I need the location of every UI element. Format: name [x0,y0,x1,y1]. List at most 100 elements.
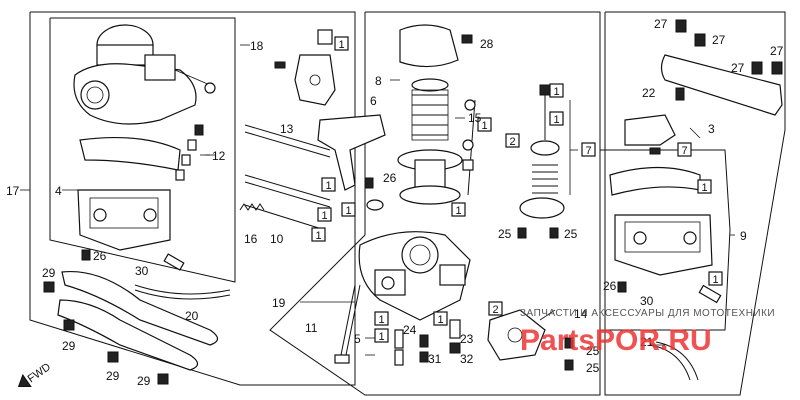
diaphragm-cover [399,24,459,68]
box-1-i [549,111,564,126]
box-7-a [581,142,596,157]
box-1-j-label: 1 [702,182,708,194]
label-19: 19 [272,296,286,310]
slide-spring [412,94,448,136]
center-carb-bore [401,236,439,274]
hose-21 [649,344,691,381]
left-float-bowl [77,189,171,251]
right-float-bowl [609,166,722,304]
slide-assembly [397,24,476,205]
center-left-parts [239,29,386,231]
label-31: 31 [428,352,442,366]
label-15: 15 [468,111,482,125]
box-1-g-label: 1 [482,120,488,132]
label-30-a: 30 [135,264,149,278]
label-29-d: 29 [137,374,151,388]
fwd-indicator: FWD [17,361,53,387]
left-carburetor [73,24,231,300]
label-29-c: 29 [106,369,120,383]
box-1-b-label: 1 [322,210,328,222]
valve-14 [487,309,546,361]
left-carb-port [80,80,110,110]
label-25-d: 25 [586,361,600,375]
mount-brackets [43,270,219,385]
label-21: 21 [640,335,654,349]
label-29-b: 29 [62,339,76,353]
top-right-parts [624,19,783,155]
label-10: 10 [270,232,284,246]
box-2-b [488,301,503,316]
box-1-i-label: 1 [554,114,560,126]
choke-rod [339,284,356,361]
float-gasket [79,136,181,171]
needle-jets [517,84,565,239]
box-2-a [505,133,520,148]
frame-left-inner [49,17,236,283]
label-27-d: 27 [731,61,745,75]
right-gasket [609,166,701,196]
label-5: 5 [354,332,361,346]
label-25-c: 25 [586,344,600,358]
label-25-b: 25 [564,227,578,241]
connector-plate [660,54,783,116]
box-1-k [708,271,723,286]
box-1-m-label: 1 [379,331,385,343]
box-1-a-label: 1 [326,180,332,192]
box-7-b [677,142,692,157]
left-carb-linkage [144,54,176,81]
box-2-b-label: 2 [493,304,499,316]
label-20: 20 [185,309,199,323]
label-30-b: 30 [640,294,654,308]
label-24: 24 [403,323,417,337]
frame-right-inner [599,149,731,331]
box-1-h-label: 1 [554,86,560,98]
link-arm [317,114,386,191]
label-27-c: 27 [770,44,784,58]
box-1-c-label: 1 [316,230,322,242]
label-26-b: 26 [383,171,397,185]
frame-right [604,11,786,396]
watermark-brand: PartsPOR.RU [520,324,712,357]
box-1-d [341,202,356,217]
center-carburetor [334,231,471,366]
throttle-bracket [294,54,336,106]
box-1-h [549,83,564,98]
box-1-b [317,207,332,222]
label-14: 14 [574,307,588,321]
fwd-label: FWD [26,361,53,385]
bracket-upper [61,270,219,346]
watermark: ЗАПЧАСТИ И АКСЕССУАРЫ ДЛЯ МОТОТЕХНИКИ Pa… [520,308,775,357]
box-2-a-label: 2 [510,136,516,148]
box-1-n-label: 1 [438,314,444,326]
label-9: 9 [740,229,747,243]
box-1-f [451,202,466,217]
jet-spring [532,164,558,194]
fwd-arrow-icon [17,373,32,387]
bottom-right-parts [487,309,699,381]
label-27-b: 27 [712,33,726,47]
vacuum-slide [414,159,446,191]
label-16: 16 [244,232,258,246]
callout-boxes: 1 1 1 1 1 1 1 1 1 1 1 1 1 1 2 2 7 7 [311,36,723,343]
box-1-g [477,117,492,132]
leader-lines [20,44,735,356]
box-1-n [433,311,448,326]
label-26-c: 26 [603,279,617,293]
box-1-l [374,311,389,326]
box-1-f-label: 1 [456,205,462,217]
hose-20 [134,284,231,295]
box-7-b-label: 7 [682,145,688,157]
label-17: 17 [6,184,20,198]
bracket-lower [57,299,199,371]
label-18: 18 [250,39,264,53]
part-number-labels: 18 17 4 12 26 30 20 29 29 29 29 13 16 10… [6,17,784,388]
label-4: 4 [55,184,62,198]
box-1-d-label: 1 [346,205,352,217]
frame-center [269,11,601,396]
label-25-a: 25 [498,227,512,241]
label-22: 22 [642,86,656,100]
label-6: 6 [370,94,377,108]
label-23: 23 [460,332,474,346]
label-12: 12 [212,149,226,163]
